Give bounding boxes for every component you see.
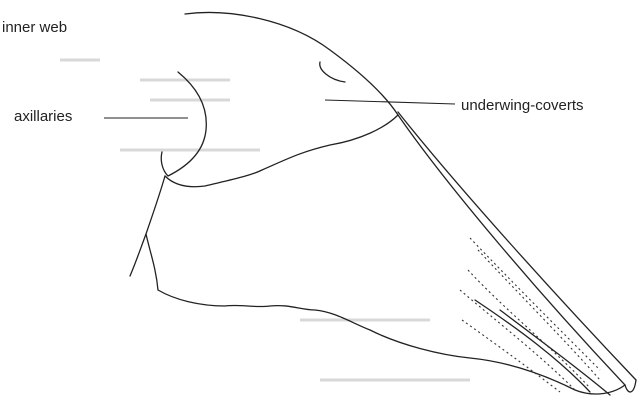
feather-shaft-1 bbox=[470, 238, 600, 370]
body-side-line bbox=[130, 176, 165, 276]
covert-loop bbox=[320, 62, 345, 82]
label-underwing-coverts: underwing-coverts bbox=[461, 98, 584, 113]
wing-trailing-edge bbox=[158, 290, 625, 394]
feather-shaft-4 bbox=[460, 290, 575, 390]
primary-feather-1 bbox=[475, 300, 590, 392]
axillaries-patch bbox=[161, 72, 206, 176]
bleed-through-marks bbox=[60, 60, 470, 380]
wing-leading-edge bbox=[185, 13, 625, 386]
wing-tip bbox=[625, 380, 636, 392]
label-inner-web: inner web bbox=[2, 20, 67, 35]
primary-feather-2 bbox=[500, 310, 610, 395]
wing-leading-edge-inner bbox=[398, 112, 636, 380]
feather-shaft-5 bbox=[462, 320, 560, 392]
label-axillaries: axillaries bbox=[14, 109, 72, 124]
body-side-notch bbox=[146, 234, 158, 290]
